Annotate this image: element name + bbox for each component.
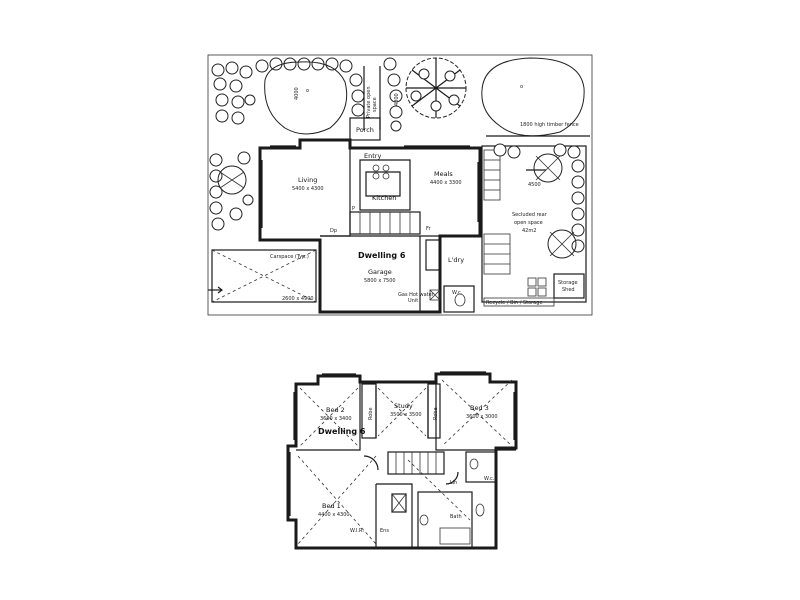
wall-bed3	[435, 382, 516, 451]
open-space-area: 42m2	[522, 228, 536, 234]
kitchen-bench	[359, 159, 411, 211]
room-dim-bed2: 3600 x 3400	[320, 416, 352, 422]
open-space-label: Secluded rear	[512, 212, 548, 218]
porch-label: Porch	[356, 126, 374, 134]
room-label-garage: Garage	[368, 268, 392, 276]
room-dim-garage: 5800 x 7500	[364, 278, 396, 284]
room-label-ens: Ens	[380, 528, 389, 534]
dwelling-label-first: Dwelling 6	[318, 427, 366, 436]
stairs-first	[387, 451, 445, 475]
shed-label-2: Shed	[562, 287, 575, 293]
wall-ensuite	[375, 483, 413, 548]
wall-bed2	[296, 382, 361, 451]
robe-label-2: Robe	[433, 407, 439, 420]
room-label-kitchen: Kitchen	[372, 194, 396, 202]
robe-label-1: Robe	[368, 407, 374, 420]
room-label-bath: Bath	[450, 514, 462, 520]
carport-label: Carspace (Typ.)	[270, 254, 309, 260]
rear-setback-label: 4500	[528, 182, 541, 188]
shed-label: Storage	[558, 280, 578, 286]
front-setback-label: 4000	[294, 87, 300, 100]
robe-2	[427, 383, 441, 439]
room-label-study: Study	[394, 402, 413, 410]
porch	[349, 117, 381, 141]
room-label-laundry: L'dry	[448, 256, 464, 264]
robe-1	[361, 383, 377, 439]
room-dim-bed1: 4400 x 4300	[318, 512, 350, 518]
windows-first	[289, 371, 515, 516]
windows	[261, 145, 479, 228]
basin-icon	[475, 503, 485, 517]
side-setback-label: 4300	[394, 93, 400, 106]
garden-shrubs-left	[209, 61, 256, 231]
garden-shrubs-top	[255, 57, 403, 132]
room-label-meals: Meals	[434, 170, 453, 178]
feature-tree-icon	[405, 57, 467, 119]
label-fr: Fr	[426, 226, 432, 232]
svg-text:o: o	[520, 84, 523, 90]
room-dim-living: 5400 x 4300	[292, 186, 324, 192]
fence-label: 1800 high timber fence	[520, 122, 579, 128]
toilet-icon	[419, 514, 429, 526]
stairs-ground	[349, 211, 421, 235]
room-label-bed2: Bed 2	[326, 406, 345, 414]
shower-icon	[391, 493, 407, 513]
room-label-bed3: Bed 3	[470, 404, 489, 412]
svg-text:o: o	[306, 88, 309, 94]
room-dim-study: 3500 x 3500	[390, 412, 422, 418]
carport: Carspace (Typ.) 2600 x 4900	[208, 249, 317, 303]
room-label-living: Living	[298, 176, 317, 184]
bin-label: Recycle / Bin / Storage	[486, 300, 543, 306]
open-space-label-2: open space	[514, 220, 543, 226]
dwelling-label-ground: Dwelling 6	[358, 251, 406, 260]
label-p: P	[352, 206, 355, 212]
carport-dim: 2600 x 4900	[282, 296, 314, 302]
tree-icon	[547, 229, 577, 259]
tree-canopy-front	[264, 61, 348, 135]
house-outline	[258, 138, 482, 314]
room-label-entry: Entry	[364, 152, 381, 160]
bath-icon	[439, 527, 471, 545]
private-open-label: Private open	[366, 87, 372, 119]
private-open-label-2: space	[372, 97, 378, 112]
rear-open-space: 4500 Secluded rear open space 42m2 Stora…	[481, 143, 587, 307]
label-services-2: Unit	[408, 298, 418, 304]
room-label-bed1: Bed 1	[322, 502, 341, 510]
bathroom	[417, 491, 473, 549]
first-floor-plan: Bed 2 3600 x 3400 Study 3500 x 3500 Bed …	[286, 371, 518, 550]
tree-icon	[217, 165, 247, 195]
ground-floor-plan: o o 4000 4300 Private open space 1800 hi…	[207, 54, 593, 316]
label-dp: Dp	[330, 228, 337, 234]
site-boundary	[207, 54, 593, 316]
toilet-icon	[454, 293, 466, 307]
storage-shed	[553, 273, 585, 299]
room-dim-meals: 4400 x 3300	[430, 180, 462, 186]
room-label-linen: Lin	[450, 480, 457, 486]
wc-room	[443, 285, 475, 313]
room-label-wir: W.I.R.	[350, 528, 364, 534]
room-label-wc-first: W.c.	[484, 476, 495, 482]
room-dim-bed3: 3600 x 3000	[466, 414, 498, 420]
first-floor-outline	[286, 372, 518, 550]
label-services: Gas Hot water	[398, 292, 435, 298]
wall-living	[320, 148, 351, 237]
tree-icon	[533, 153, 563, 183]
tree-canopy-rear	[481, 57, 585, 137]
room-label-wc: W.c.	[452, 290, 463, 296]
wc-first	[465, 451, 497, 483]
